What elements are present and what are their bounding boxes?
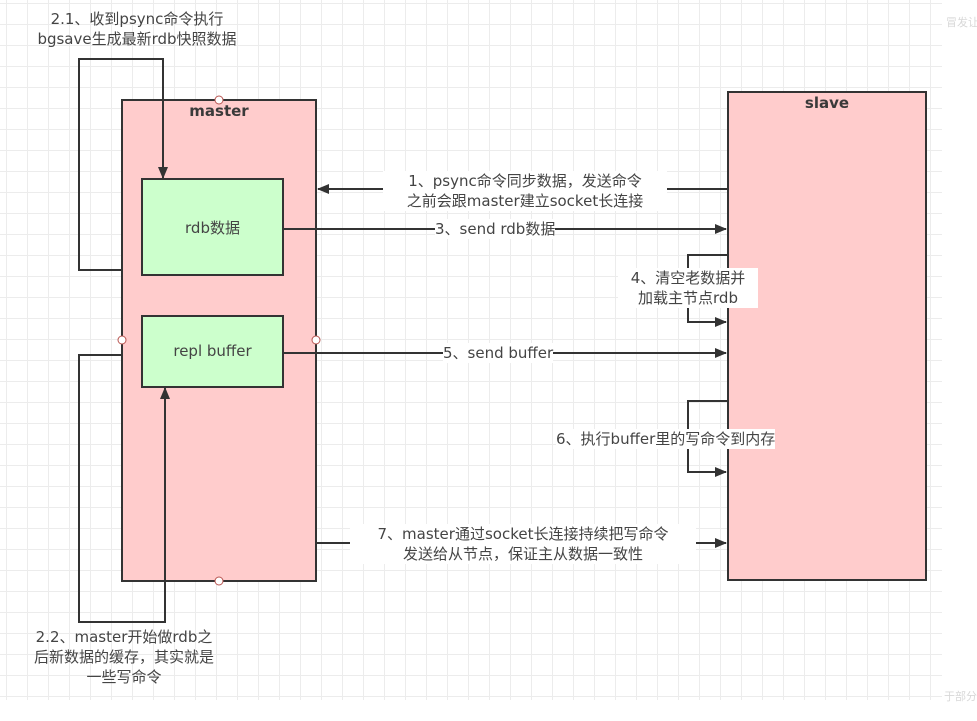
step5-label: 5、send buffer [443, 343, 554, 363]
connector-point-bottom[interactable] [214, 576, 224, 586]
step2-2-line1: 2.2、master开始做rdb之 [35, 628, 213, 646]
step2-1-line2: bgsave生成最新rdb快照数据 [37, 30, 237, 48]
step7-line1: 7、master通过socket长连接持续把写命令 [377, 525, 669, 543]
step2-2-line2: 后新数据的缓存，其实就是 [33, 648, 214, 666]
step2-1-label: 2.1、收到psync命令执行 bgsave生成最新rdb快照数据 [6, 9, 268, 49]
master-title: master [189, 102, 249, 120]
step6-label: 6、执行buffer里的写命令到内存 [556, 429, 776, 449]
slave-node[interactable] [727, 91, 927, 581]
connector-point-right[interactable] [311, 335, 321, 345]
step2-2-line3: 一些写命令 [86, 668, 162, 686]
step7-label: 7、master通过socket长连接持续把写命令 发送给从节点，保证主从数据一… [350, 524, 696, 564]
repl-buffer-node[interactable] [141, 315, 284, 388]
step2-2-label: 2.2、master开始做rdb之 后新数据的缓存，其实就是 一些写命令 [14, 627, 234, 687]
clipped-text-bottom-right: 于部分 [944, 690, 977, 703]
edge-step2-2[interactable] [78, 354, 170, 623]
rdb-label: rdb数据 [185, 219, 240, 237]
step7-line2: 发送给从节点，保证主从数据一致性 [402, 545, 643, 563]
edge-step2-1[interactable] [78, 58, 168, 271]
step1-label: 1、psync命令同步数据，发送命令 之前会跟master建立socket长连接 [383, 171, 667, 211]
connector-point-top[interactable] [214, 95, 224, 105]
clipped-text-top-right: 冒发让 [946, 16, 977, 29]
step4-line1: 4、清空老数据并 [630, 269, 746, 287]
step2-1-line1: 2.1、收到psync命令执行 [50, 10, 224, 28]
step4-label: 4、清空老数据并 加载主节点rdb [618, 268, 758, 308]
repl-buffer-label: repl buffer [173, 342, 252, 360]
slave-title: slave [804, 94, 850, 112]
step3-label: 3、send rdb数据 [435, 219, 556, 239]
step4-line2: 加载主节点rdb [638, 289, 738, 307]
rdb-node[interactable] [141, 178, 284, 276]
step1-line1: 1、psync命令同步数据，发送命令 [408, 172, 642, 190]
step1-line2: 之前会跟master建立socket长连接 [406, 192, 644, 210]
connector-point-left[interactable] [117, 335, 127, 345]
